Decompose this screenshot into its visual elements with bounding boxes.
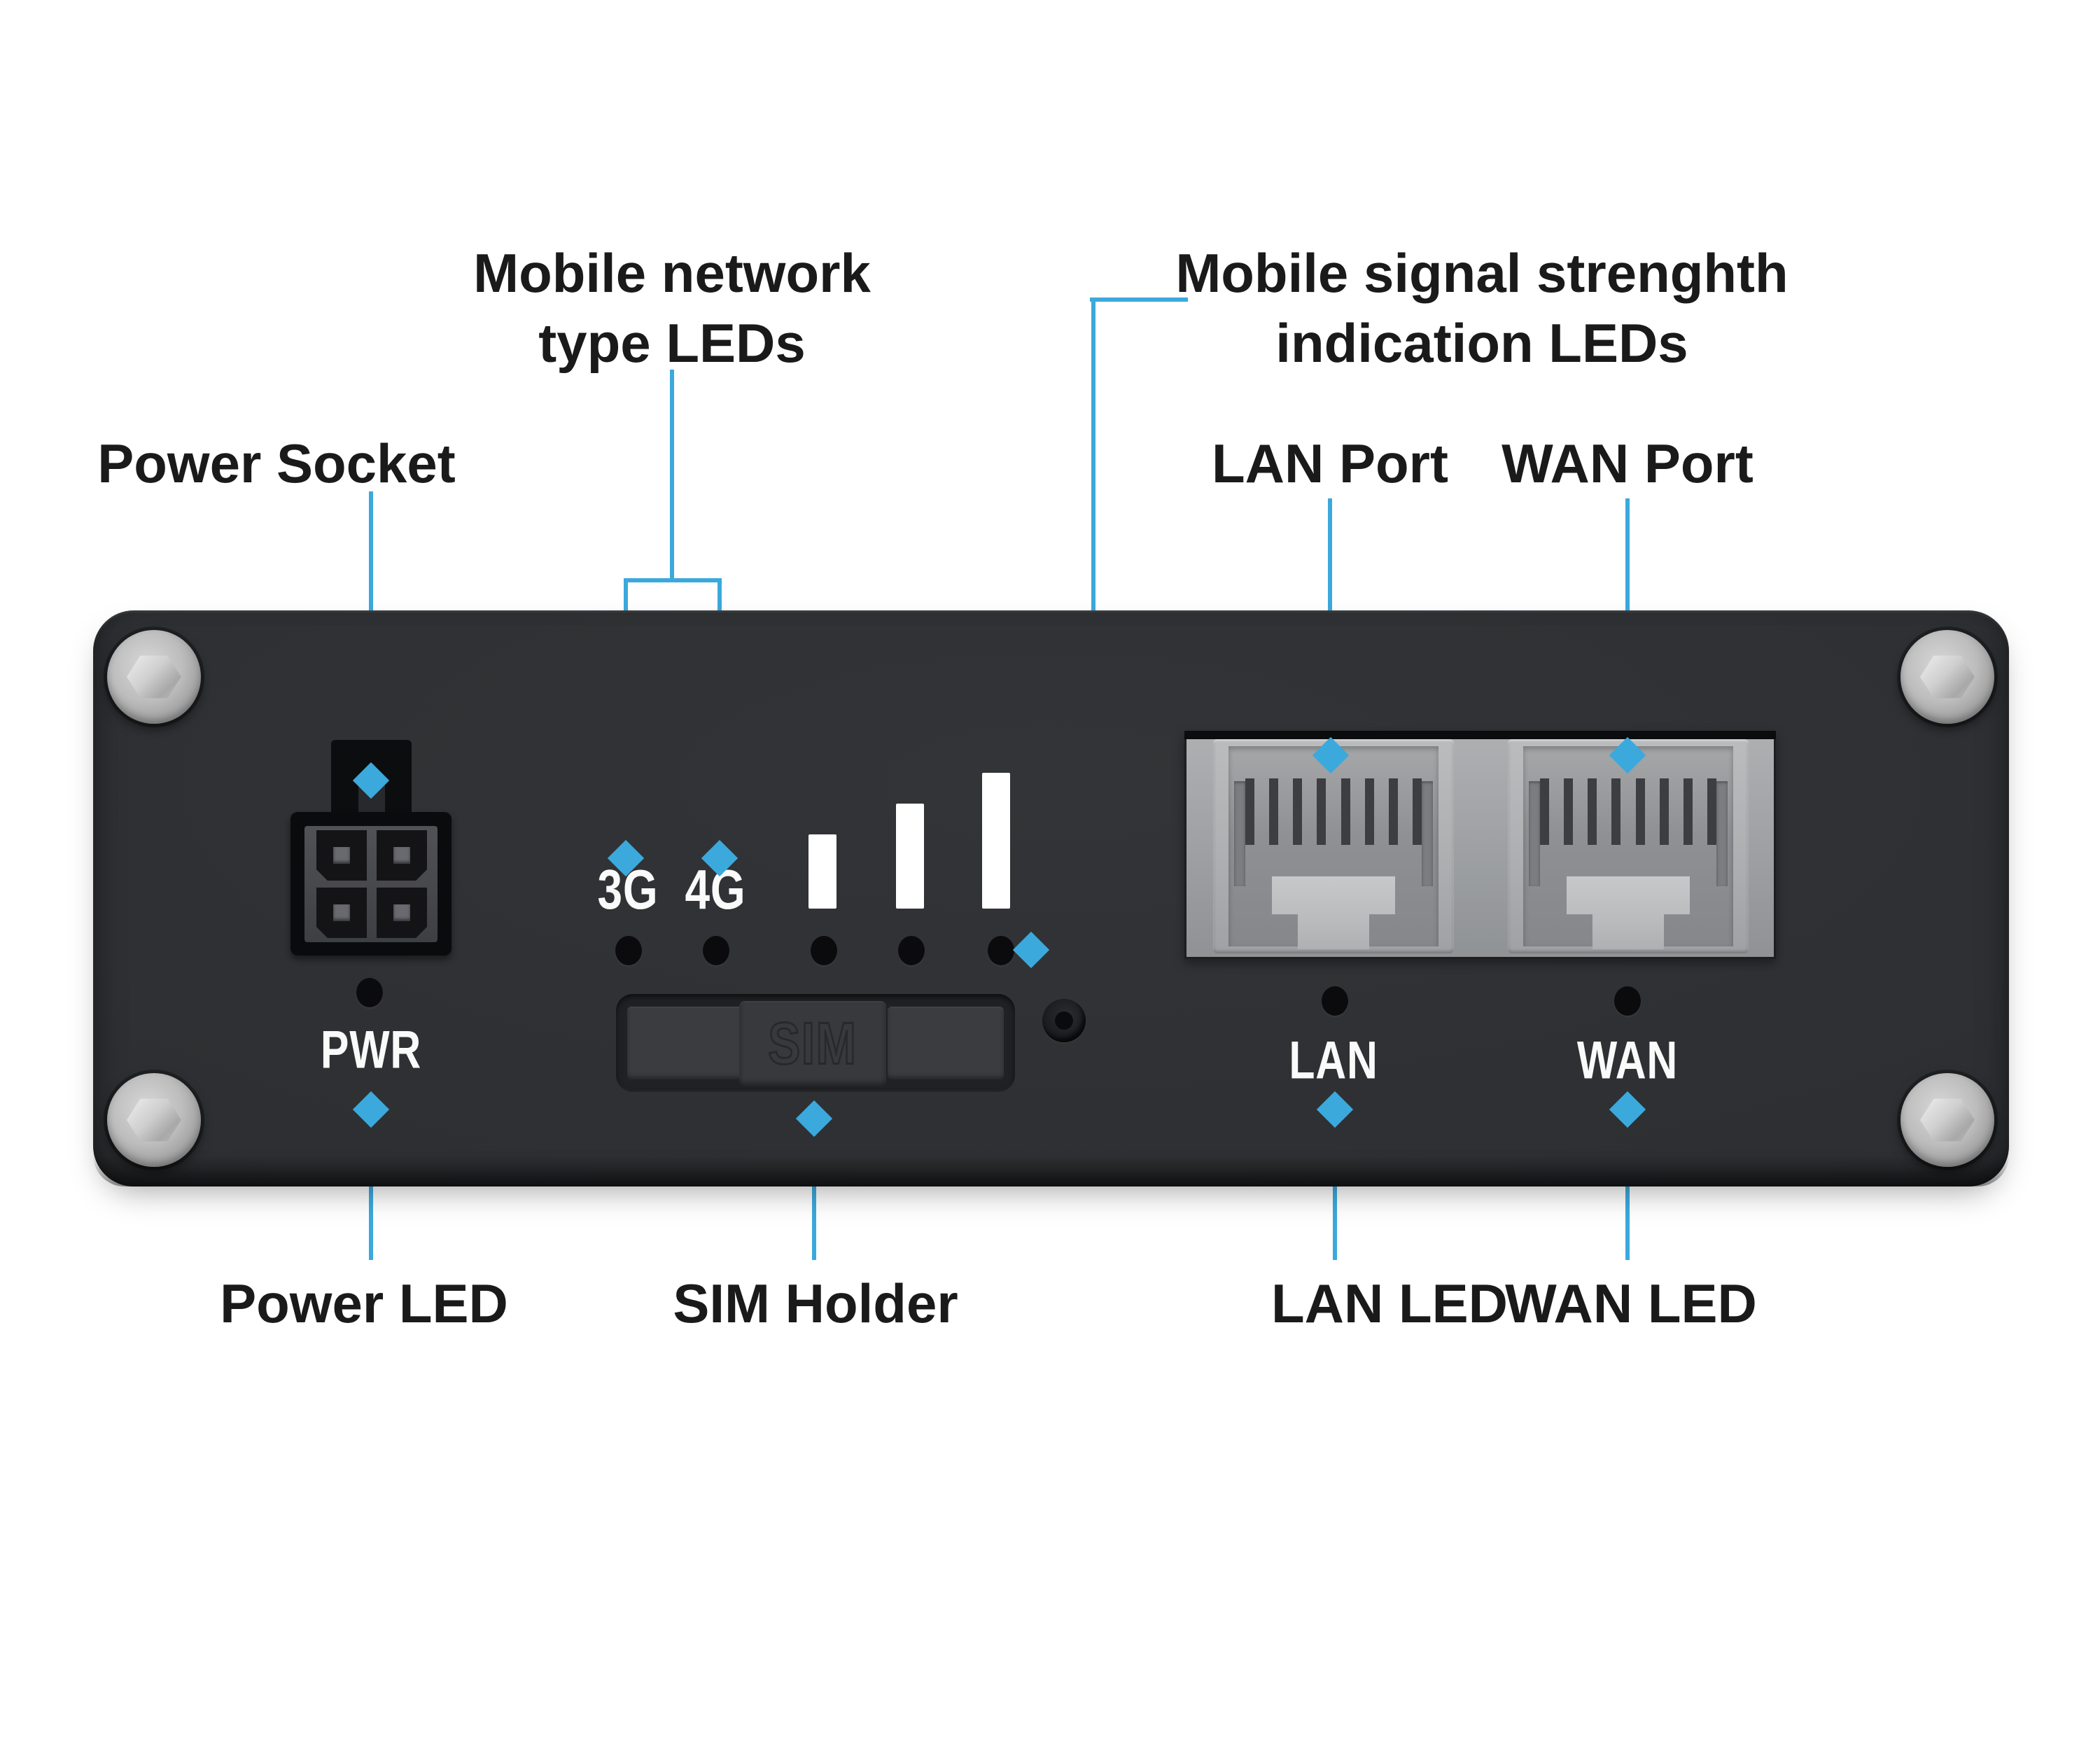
hex-socket-icon (1920, 1098, 1975, 1142)
label-line: LAN LED (1271, 1273, 1508, 1334)
power-pin-hole (377, 830, 427, 881)
label-lan-port: LAN Port (1212, 428, 1448, 498)
ethernet-bay-top-edge (1184, 731, 1776, 739)
sim-holder: SIM (739, 1001, 886, 1086)
hex-socket-icon (127, 1098, 181, 1142)
sim-tray-left (627, 1007, 745, 1079)
label-line: Power LED (220, 1273, 508, 1334)
signal-bar-small-icon (808, 834, 836, 909)
rj45-side-slot (1529, 781, 1540, 886)
signal-leds-top-horizontal-line (1090, 298, 1188, 302)
rj45-side-slot (1422, 781, 1433, 886)
label-mobile-signal-indication-leds: Mobile signal strenghth indication LEDs (1175, 238, 1788, 378)
power-socket-face (304, 826, 438, 942)
hex-socket-icon (127, 655, 181, 699)
signal-led-2 (898, 936, 925, 965)
rj45-side-slot (1234, 781, 1245, 886)
panel-bottom-shadow (93, 1155, 2009, 1186)
screw-bottom-right-icon (1900, 1073, 1994, 1167)
rj45-side-slot (1716, 781, 1728, 886)
label-sim-holder: SIM Holder (673, 1268, 958, 1338)
label-wan-port: WAN Port (1502, 428, 1754, 498)
power-led-connector-line (369, 1126, 373, 1260)
wan-led (1614, 986, 1641, 1016)
power-pin-hole (377, 888, 427, 938)
signal-led-1 (811, 936, 837, 965)
power-pin-hole (316, 888, 367, 938)
rj45-pins-icon (1540, 778, 1716, 845)
label-wan-led: WAN LED (1505, 1268, 1757, 1338)
label-power-led: Power LED (220, 1268, 508, 1338)
power-led (356, 978, 383, 1007)
power-pin (333, 847, 350, 864)
label-line: indication LEDs (1275, 312, 1688, 374)
signal-led-3 (988, 936, 1014, 965)
label-line: Mobile signal strenghth (1175, 242, 1788, 304)
reset-hole-icon (1055, 1011, 1073, 1030)
power-pin (393, 847, 410, 864)
4g-led (703, 936, 729, 965)
label-line: SIM Holder (673, 1273, 958, 1334)
lan-led-connector-line (1333, 1126, 1337, 1260)
label-power-socket: Power Socket (97, 428, 456, 498)
signal-bar-large-icon (982, 773, 1010, 909)
label-line: WAN LED (1505, 1273, 1757, 1334)
label-line: WAN Port (1502, 433, 1754, 494)
network-leds-branch-bar (624, 578, 722, 582)
lan-text: LAN (1289, 1030, 1378, 1091)
pwr-text: PWR (320, 1020, 422, 1080)
sim-tray-right (888, 1007, 1004, 1079)
network-leds-stem-line (670, 370, 674, 582)
screw-top-right-icon (1900, 630, 1994, 724)
screw-bottom-left-icon (107, 1073, 201, 1167)
wan-led-connector-line (1625, 1126, 1630, 1260)
sim-embossed-text: SIM (767, 1009, 858, 1077)
label-line: Mobile network (473, 242, 871, 304)
3g-led (615, 936, 642, 965)
label-lan-led: LAN LED (1271, 1268, 1508, 1338)
sim-holder-connector-line (812, 1135, 816, 1260)
lan-port-rj45 (1213, 739, 1454, 953)
label-line: LAN Port (1212, 433, 1448, 494)
screw-top-left-icon (107, 630, 201, 724)
wan-text: WAN (1576, 1030, 1679, 1091)
label-mobile-network-type-leds: Mobile network type LEDs (473, 238, 871, 378)
reset-pinhole-button (1042, 999, 1086, 1042)
lan-led (1322, 986, 1348, 1016)
label-line: type LEDs (538, 312, 806, 374)
wan-port-rj45 (1508, 739, 1749, 953)
power-pin (333, 904, 350, 921)
label-line: Power Socket (97, 433, 456, 494)
power-pin (393, 904, 410, 921)
rj45-pins-icon (1245, 778, 1422, 845)
signal-bar-medium-icon (896, 804, 924, 909)
power-pin-hole (316, 830, 367, 881)
hex-socket-icon (1920, 655, 1975, 699)
